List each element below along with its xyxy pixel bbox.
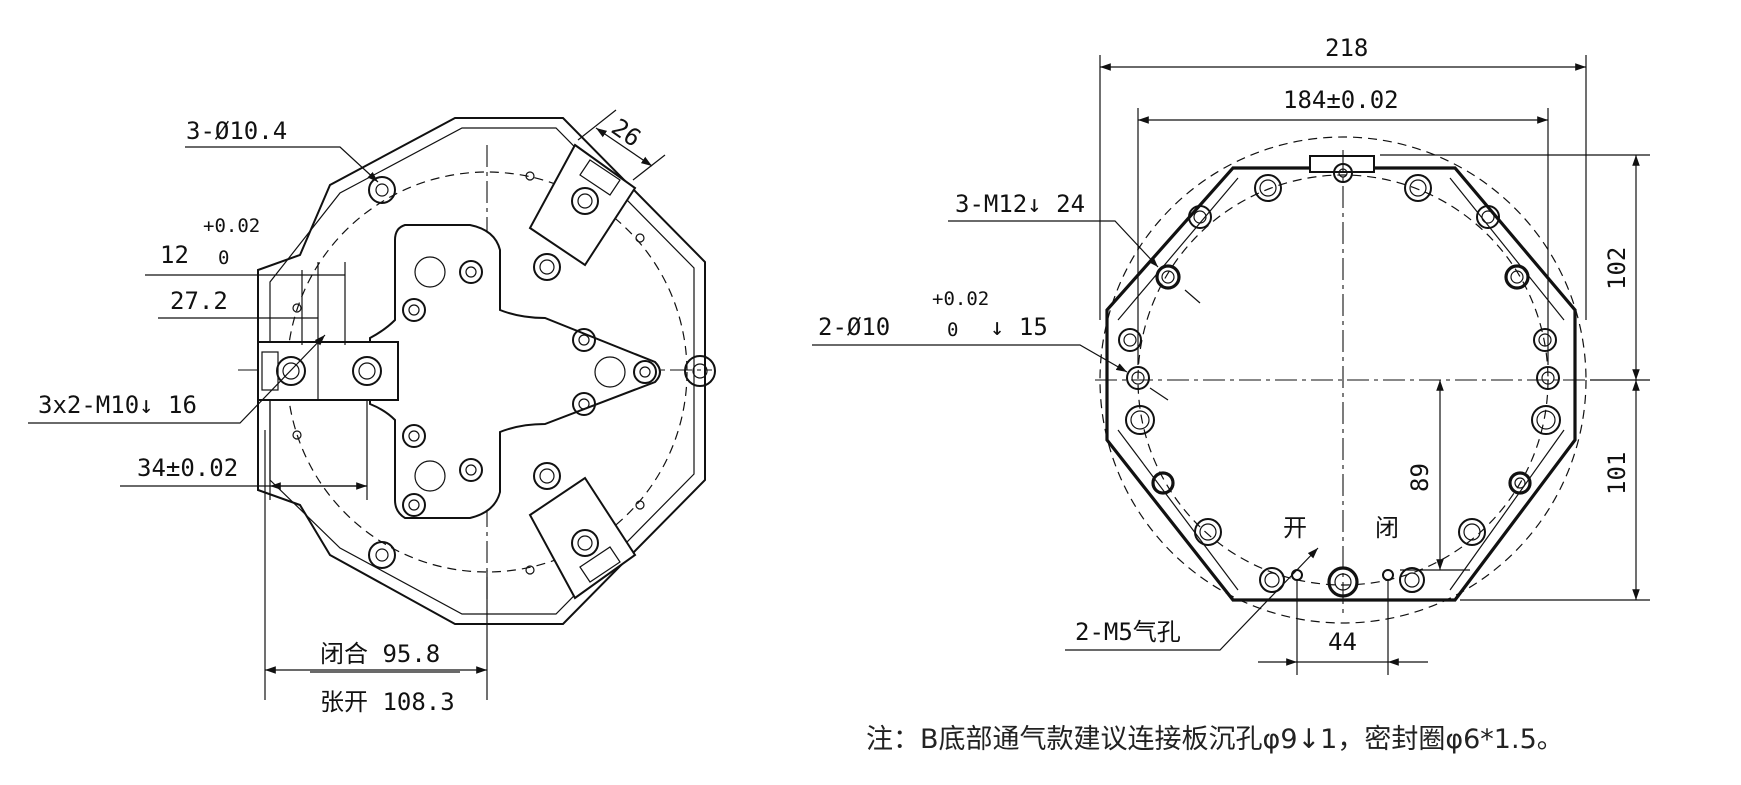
left-body-outline — [257, 117, 706, 625]
right-inner-width-dim: 184±0.02 — [1283, 86, 1399, 114]
left-width-dim: 12 — [160, 241, 189, 269]
left-jaw-width-dim: 26 — [606, 113, 646, 153]
left-plate-holes — [292, 171, 657, 575]
right-pin-tol-upper: +0.02 — [932, 288, 989, 310]
left-center-dim: 34±0.02 — [137, 454, 238, 482]
left-jaw-bottom — [528, 476, 637, 600]
right-open-label: 开 — [1283, 514, 1307, 542]
right-close-label: 闭 — [1375, 514, 1399, 542]
right-side-rail-left-bottom — [1117, 429, 1239, 591]
left-center-plate — [369, 224, 661, 519]
right-lower-height-dim: 101 — [1603, 452, 1631, 495]
right-upper-height-dim: 102 — [1603, 247, 1631, 290]
left-jaw-left — [257, 341, 399, 401]
right-side-rail-right — [1449, 177, 1565, 321]
left-width-tol-lower: 0 — [218, 247, 229, 269]
right-pin-tol-lower: 0 — [947, 319, 958, 341]
right-pin-suffix: ↓ 15 — [990, 313, 1048, 341]
left-width-tol-upper: +0.02 — [203, 215, 260, 237]
left-body-inner-edge — [269, 127, 695, 615]
left-open-dim: 张开 108.3 — [320, 688, 455, 716]
right-pin-prefix: 2-Ø10 — [818, 313, 890, 341]
left-offset-dim: 27.2 — [170, 287, 228, 315]
right-outer-circle — [1099, 136, 1587, 624]
left-jaw-top — [528, 143, 637, 267]
right-body-outline — [1105, 166, 1577, 602]
left-view: 3-Ø10.4 +0.02 12 0 27.2 3x2-M10↓ 16 34±0… — [28, 109, 716, 716]
left-dimensions — [28, 109, 666, 700]
left-mount-holes — [368, 176, 716, 569]
left-closed-dim: 闭合 95.8 — [320, 640, 440, 668]
right-port-spacing-dim: 44 — [1328, 628, 1357, 656]
left-bolt-circle — [286, 171, 688, 573]
right-view: 218 184±0.02 3-M12↓ 24 2-Ø10 +0.02 0 ↓ 1… — [812, 34, 1650, 675]
right-air-port-callout: 2-M5气孔 — [1075, 618, 1181, 646]
right-dimensions — [812, 55, 1650, 675]
right-side-rail-left — [1117, 177, 1239, 321]
right-overall-width-dim: 218 — [1325, 34, 1368, 62]
drawing-note: 注：B底部通气款建议连接板沉孔φ9↓1，密封圈φ6*1.5。 — [866, 724, 1564, 755]
left-hole-callout: 3-Ø10.4 — [186, 117, 287, 145]
right-port-height-dim: 89 — [1406, 463, 1434, 492]
right-thread-callout: 3-M12↓ 24 — [955, 190, 1085, 218]
left-jaw-screws — [276, 187, 599, 557]
left-thread-callout: 3x2-M10↓ 16 — [38, 391, 197, 419]
right-side-rail-right-bottom — [1449, 429, 1565, 591]
